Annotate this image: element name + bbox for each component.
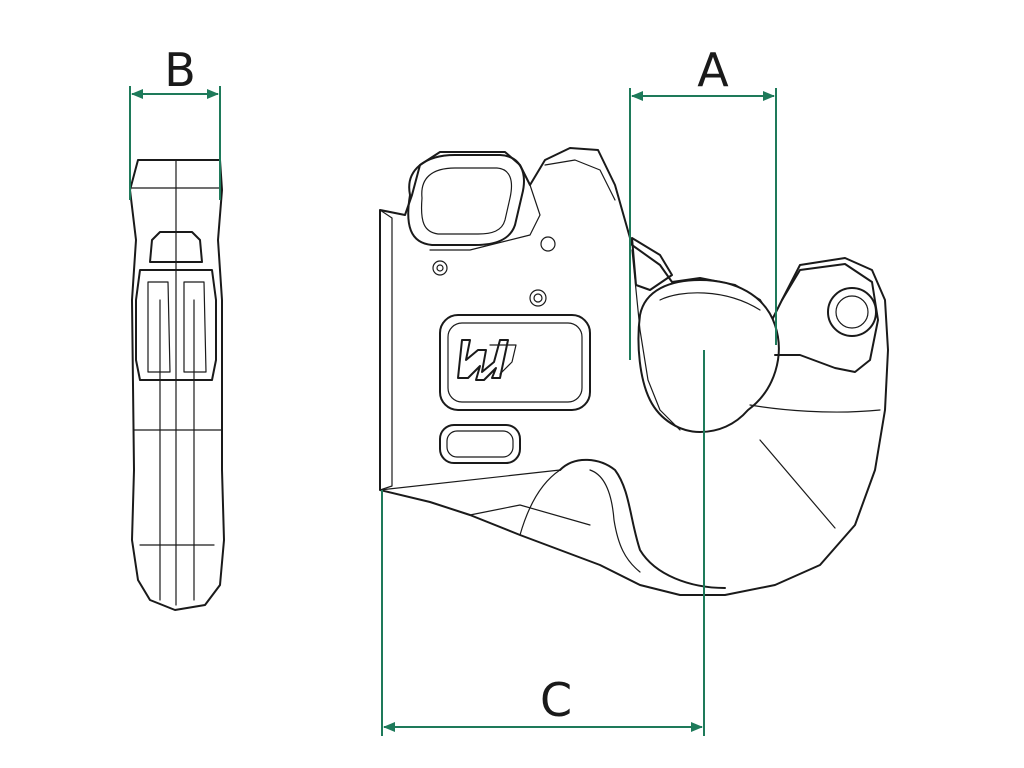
front-view	[379, 147, 889, 596]
side-view-body	[129, 159, 225, 611]
slot	[439, 424, 521, 464]
dimension-b-label: B	[164, 43, 196, 97]
dimensions	[129, 86, 777, 736]
dimension-a-label: A	[697, 43, 729, 97]
dimension-c-label: C	[540, 673, 572, 727]
ball-socket	[637, 279, 780, 433]
hook-body	[379, 147, 889, 596]
ww-logo-icon	[457, 339, 517, 381]
side-view	[129, 159, 225, 611]
logo-plate	[439, 314, 591, 411]
